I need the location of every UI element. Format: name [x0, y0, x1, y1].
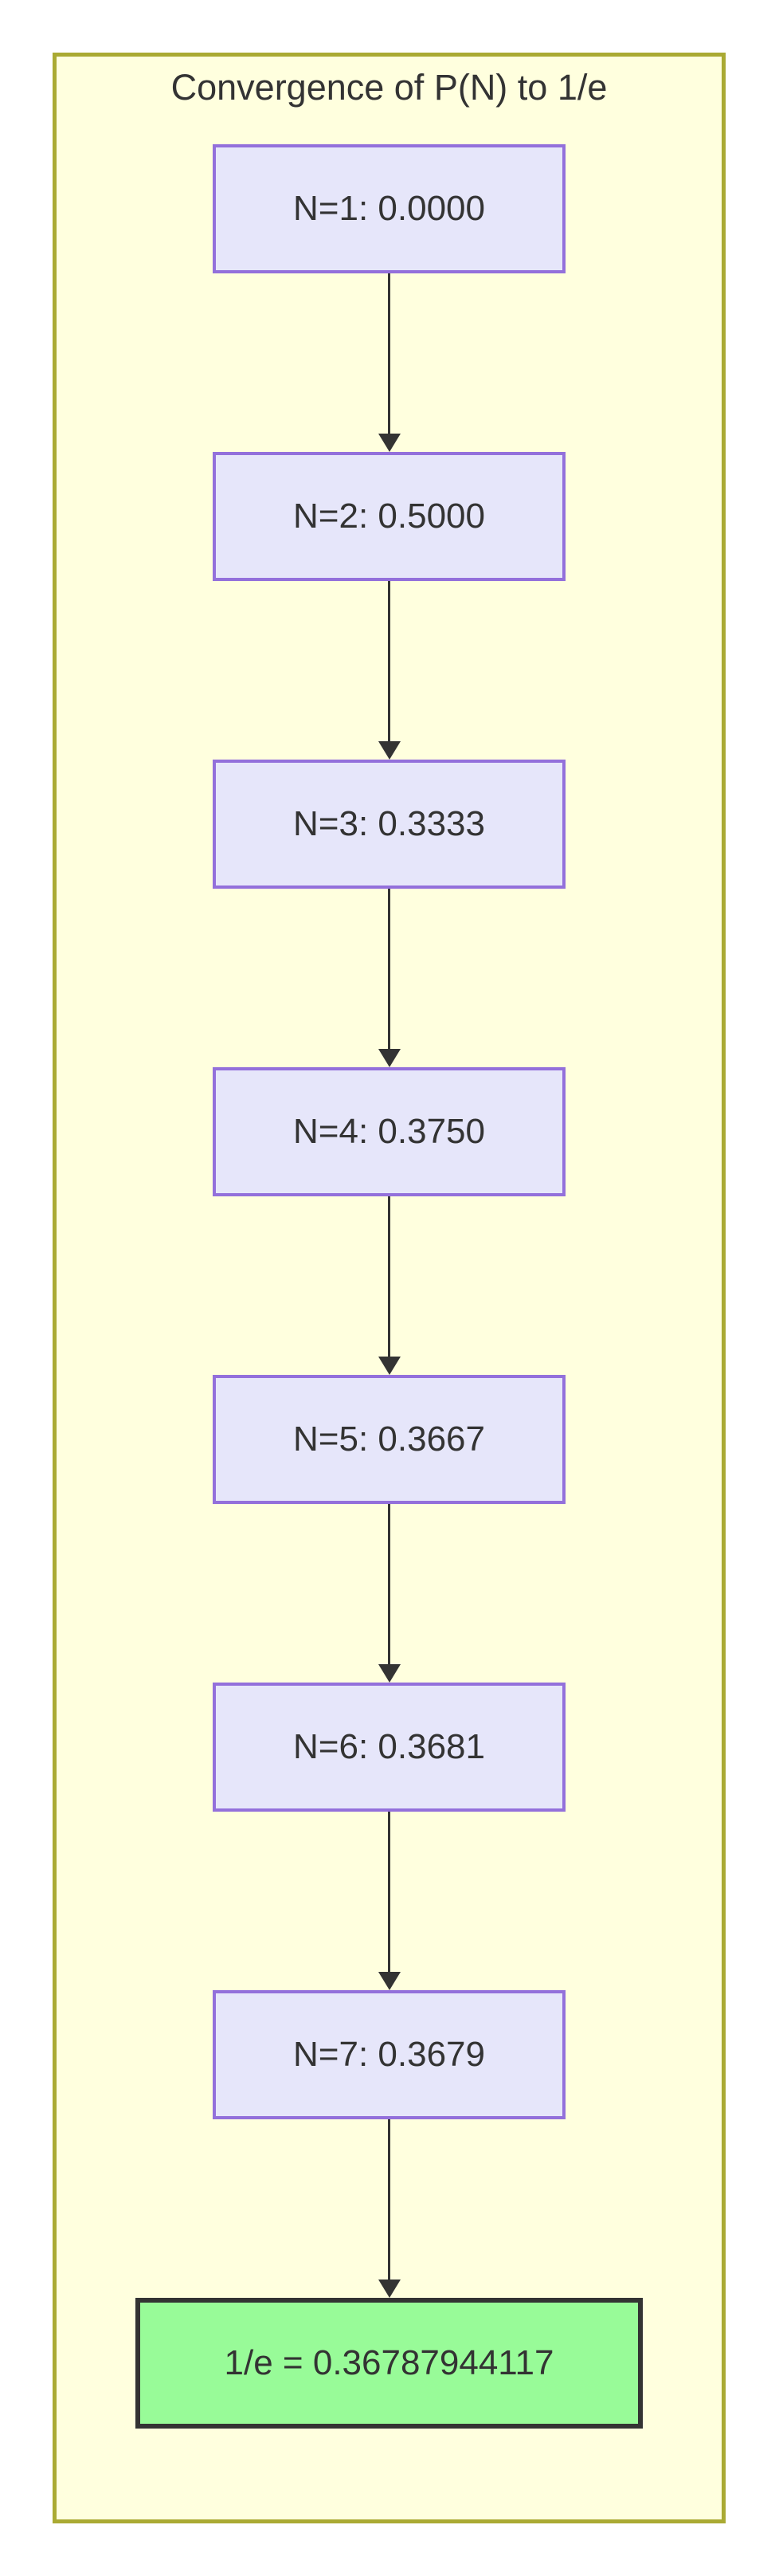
flow-node-label: N=6: 0.3681 [293, 1727, 485, 1766]
arrow-line [388, 273, 390, 434]
flow-arrow [378, 1812, 401, 1990]
flow-node-label: 1/e = 0.36787944117 [224, 2343, 554, 2382]
flow-node-N3: N=3: 0.3333 [213, 760, 566, 889]
flow-node-label: N=4: 0.3750 [293, 1112, 485, 1151]
flow-arrow [378, 1504, 401, 1683]
flow-arrow [378, 2119, 401, 2298]
flow-node-N7: N=7: 0.3679 [213, 1990, 566, 2119]
flow-column: N=1: 0.0000 N=2: 0.5000 N=3: 0.3333 N=4:… [135, 144, 643, 2429]
flow-node-N4: N=4: 0.3750 [213, 1067, 566, 1196]
arrow-line [388, 1504, 390, 1664]
arrowhead-down-icon [378, 741, 401, 760]
flow-node-label: N=1: 0.0000 [293, 189, 485, 228]
flow-node-limit: 1/e = 0.36787944117 [135, 2298, 643, 2429]
arrowhead-down-icon [378, 1357, 401, 1375]
arrowhead-down-icon [378, 2280, 401, 2298]
flow-node-label: N=3: 0.3333 [293, 804, 485, 843]
arrowhead-down-icon [378, 1664, 401, 1683]
flow-node-N2: N=2: 0.5000 [213, 452, 566, 581]
flow-node-N5: N=5: 0.3667 [213, 1375, 566, 1504]
flow-arrow [378, 889, 401, 1067]
arrow-line [388, 1812, 390, 1972]
arrow-line [388, 581, 390, 741]
arrow-line [388, 2119, 390, 2280]
flow-arrow [378, 1196, 401, 1375]
arrow-line [388, 1196, 390, 1357]
flow-node-label: N=5: 0.3667 [293, 1420, 485, 1459]
flow-node-N1: N=1: 0.0000 [213, 144, 566, 273]
arrowhead-down-icon [378, 1972, 401, 1990]
diagram-frame: Convergence of P(N) to 1/e N=1: 0.0000 N… [53, 53, 726, 2523]
arrow-line [388, 889, 390, 1049]
flow-node-N6: N=6: 0.3681 [213, 1683, 566, 1812]
diagram-title: Convergence of P(N) to 1/e [170, 67, 608, 108]
flow-arrow [378, 273, 401, 452]
flow-node-label: N=7: 0.3679 [293, 2035, 485, 2074]
arrowhead-down-icon [378, 1049, 401, 1067]
arrowhead-down-icon [378, 434, 401, 452]
flow-node-label: N=2: 0.5000 [293, 497, 485, 536]
flow-arrow [378, 581, 401, 760]
